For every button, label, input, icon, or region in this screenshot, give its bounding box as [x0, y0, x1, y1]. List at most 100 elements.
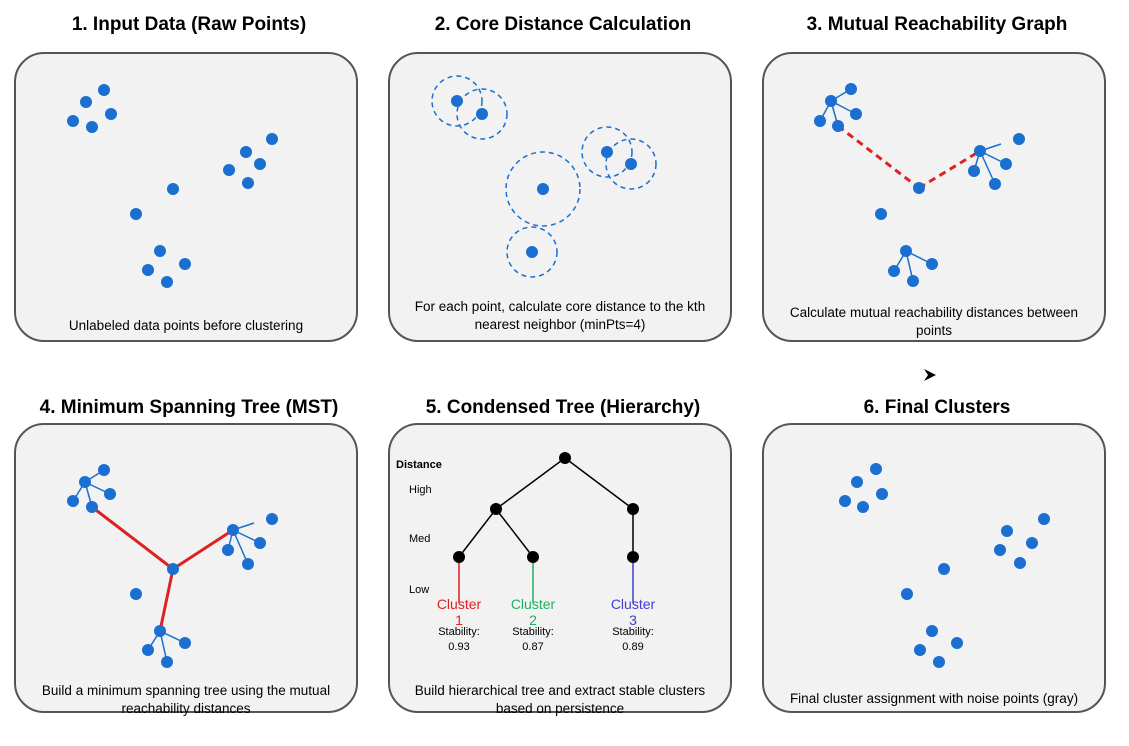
tree-node — [527, 551, 539, 563]
data-point — [242, 558, 254, 570]
data-point — [926, 258, 938, 270]
panel-core-distance: For each point, calculate core distance … — [388, 52, 732, 342]
data-point — [142, 264, 154, 276]
mst-plot — [67, 464, 278, 668]
data-point — [254, 158, 266, 170]
cluster-3-stability-label: Stability: — [612, 626, 654, 638]
tree-branch — [564, 457, 634, 510]
data-point — [901, 588, 913, 600]
data-point — [154, 245, 166, 257]
cluster-1-number: 1 — [455, 612, 463, 628]
tree-node — [627, 503, 639, 515]
panel-final-clusters: Final cluster assignment with noise poin… — [762, 423, 1106, 713]
data-point — [851, 476, 863, 488]
raw-points-plot — [67, 84, 278, 288]
data-point — [240, 146, 252, 158]
core-distance-circle — [505, 151, 581, 227]
panel-4-title: 4. Minimum Spanning Tree (MST) — [39, 397, 339, 418]
data-point — [161, 276, 173, 288]
reachability-edge — [837, 124, 920, 190]
data-point — [254, 537, 266, 549]
data-point — [242, 177, 254, 189]
data-point — [1001, 525, 1013, 537]
data-point — [839, 495, 851, 507]
data-point — [167, 563, 179, 575]
data-point — [98, 464, 110, 476]
level-label-low: Low — [409, 584, 429, 596]
data-point — [913, 182, 925, 194]
data-point — [86, 501, 98, 513]
data-point — [625, 158, 637, 170]
core-distance-circle — [506, 226, 558, 278]
data-point — [451, 95, 463, 107]
cluster-3-label: Cluster — [611, 596, 656, 612]
data-point — [1013, 133, 1025, 145]
data-point — [933, 656, 945, 668]
data-point — [266, 513, 278, 525]
data-point — [814, 115, 826, 127]
panel-3-caption: Calculate mutual reachability distances … — [789, 305, 1079, 338]
panel-6-title: 6. Final Clusters — [863, 397, 1011, 418]
mst-edge — [91, 505, 174, 571]
data-point — [875, 208, 887, 220]
panel-input-data: Unlabeled data points before clustering — [14, 52, 358, 342]
final-clusters-plot — [839, 463, 1050, 668]
data-point — [994, 544, 1006, 556]
core-distance-circle — [581, 126, 633, 178]
panel-1-caption: Unlabeled data points before clustering — [68, 318, 304, 333]
data-point — [914, 644, 926, 656]
data-point — [79, 476, 91, 488]
panel-3-title: 3. Mutual Reachability Graph — [806, 14, 1068, 35]
panel-4-caption: Build a minimum spanning tree using the … — [41, 683, 331, 716]
mst-edge — [158, 568, 175, 632]
data-point — [179, 258, 191, 270]
panel-1-title: 1. Input Data (Raw Points) — [71, 14, 307, 35]
data-point — [222, 544, 234, 556]
core-distance-circle — [431, 75, 483, 127]
level-label-med: Med — [409, 533, 430, 545]
cluster-2-number: 2 — [529, 612, 537, 628]
data-point — [130, 588, 142, 600]
cluster-2-label: Cluster — [511, 596, 556, 612]
data-point — [850, 108, 862, 120]
data-point — [1026, 537, 1038, 549]
cluster-3-stability-value: 0.89 — [622, 641, 643, 653]
core-distance-circle — [456, 88, 508, 140]
tree-node — [627, 551, 639, 563]
data-point — [130, 208, 142, 220]
panel-6-caption: Final cluster assignment with noise poin… — [789, 691, 1079, 706]
data-point — [105, 108, 117, 120]
data-point — [1038, 513, 1050, 525]
data-point — [1000, 158, 1012, 170]
cluster-2-stability-value: 0.87 — [522, 641, 543, 653]
data-point — [142, 644, 154, 656]
cluster-3-number: 3 — [629, 612, 637, 628]
tree-branch — [495, 457, 566, 510]
tree-branch — [495, 508, 534, 558]
panel-5-caption: Build hierarchical tree and extract stab… — [414, 683, 706, 716]
tree-node — [490, 503, 502, 515]
reachability-graph-plot — [814, 83, 1025, 287]
data-point — [968, 165, 980, 177]
data-point — [86, 121, 98, 133]
data-point — [845, 83, 857, 95]
data-point — [227, 524, 239, 536]
data-point — [926, 625, 938, 637]
data-point — [167, 183, 179, 195]
data-point — [67, 495, 79, 507]
level-label-high: High — [409, 484, 432, 496]
data-point — [951, 637, 963, 649]
data-point — [223, 164, 235, 176]
data-point — [989, 178, 1001, 190]
core-distance-plot — [431, 75, 657, 278]
arrow-head-icon — [924, 369, 936, 381]
data-point — [537, 183, 549, 195]
tree-node — [559, 452, 571, 464]
panel-2-caption: For each point, calculate core distance … — [414, 299, 706, 332]
data-point — [876, 488, 888, 500]
data-point — [179, 637, 191, 649]
cluster-2-stability-label: Stability: — [512, 626, 554, 638]
cluster-1-stability-value: 0.93 — [448, 641, 469, 653]
panel-condensed-tree: Distance High Med Low Cluster 1 Stabilit… — [388, 423, 732, 716]
data-point — [98, 84, 110, 96]
